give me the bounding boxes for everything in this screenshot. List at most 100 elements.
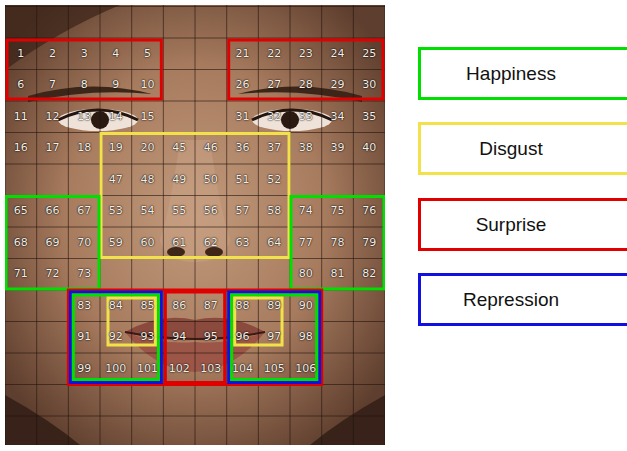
callout-number: 58 [258, 204, 290, 218]
callout-number: 1 [5, 47, 37, 61]
callout-number: 31 [227, 110, 259, 124]
callout-number: 2 [37, 47, 69, 61]
grid-line [163, 5, 164, 445]
legend-text: Repression [463, 289, 559, 311]
eye [58, 109, 138, 131]
callout-number: 99 [68, 362, 100, 376]
callout-number: 17 [37, 141, 69, 155]
callout-number: 90 [290, 299, 322, 313]
callout-number: 9 [100, 78, 132, 92]
callout-number: 62 [195, 236, 227, 250]
callout-number: 88 [227, 299, 259, 313]
grid-line [5, 6, 385, 7]
grid-line [195, 5, 196, 445]
callout-number: 22 [258, 47, 290, 61]
grid-line [5, 353, 385, 354]
grid-line [5, 38, 385, 39]
callout-number: 76 [353, 204, 385, 218]
callout-number: 72 [37, 267, 69, 281]
grid-line [5, 69, 385, 70]
callout-number: 38 [290, 141, 322, 155]
callout-number: 98 [290, 330, 322, 344]
callout-number: 91 [68, 330, 100, 344]
callout-number: 5 [132, 47, 164, 61]
callout-number: 19 [100, 141, 132, 155]
legend-swatch: Repression [418, 273, 627, 326]
callout-number: 33 [290, 110, 322, 124]
callout-number: 92 [100, 330, 132, 344]
callout-number: 106 [290, 362, 322, 376]
callout-number: 69 [37, 236, 69, 250]
callout-number: 20 [132, 141, 164, 155]
callout-number: 71 [5, 267, 37, 281]
callout-number: 32 [258, 110, 290, 124]
callout-number: 93 [132, 330, 164, 344]
callout-number: 8 [68, 78, 100, 92]
callout-number: 11 [5, 110, 37, 124]
eyelid [252, 110, 332, 120]
callout-number: 4 [100, 47, 132, 61]
grid-line [5, 321, 385, 322]
callout-number: 40 [353, 141, 385, 155]
callout-number: 61 [163, 236, 195, 250]
callout-number: 66 [37, 204, 69, 218]
callout-number: 49 [163, 173, 195, 187]
callout-number: 74 [290, 204, 322, 218]
skin-ground [5, 5, 385, 445]
callout-number: 56 [195, 204, 227, 218]
callout-number: 84 [100, 299, 132, 313]
callout-number: 7 [37, 78, 69, 92]
callout-number: 27 [258, 78, 290, 92]
legend-swatch: Happiness [418, 47, 627, 100]
callout-number: 97 [258, 330, 290, 344]
callout-number: 70 [68, 236, 100, 250]
callout-number: 34 [322, 110, 354, 124]
callout-number: 6 [5, 78, 37, 92]
callout-number: 26 [227, 78, 259, 92]
callout-number: 63 [227, 236, 259, 250]
callout-number: 57 [227, 204, 259, 218]
callout-number: 14 [100, 110, 132, 124]
callout-number: 73 [68, 267, 100, 281]
callout-number: 53 [100, 204, 132, 218]
callout-number: 15 [132, 110, 164, 124]
callout-number: 55 [163, 204, 195, 218]
callout-number: 94 [163, 330, 195, 344]
legend-text: Surprise [476, 214, 547, 236]
callout-number: 100 [100, 362, 132, 376]
callout-number: 79 [353, 236, 385, 250]
eye [252, 109, 332, 131]
callout-number: 12 [37, 110, 69, 124]
grid-line [226, 5, 227, 445]
callout-number: 36 [227, 141, 259, 155]
callout-number: 85 [132, 299, 164, 313]
callout-number: 95 [195, 330, 227, 344]
callout-number: 25 [353, 47, 385, 61]
callout-number: 65 [5, 204, 37, 218]
callout-number: 78 [322, 236, 354, 250]
callout-number: 21 [227, 47, 259, 61]
callout-number: 24 [322, 47, 354, 61]
grid-line [36, 5, 37, 445]
grid-line [5, 101, 385, 102]
callout-number: 16 [5, 141, 37, 155]
callout-number: 48 [132, 173, 164, 187]
callout-number: 47 [100, 173, 132, 187]
callout-number: 86 [163, 299, 195, 313]
grid-line [5, 416, 385, 417]
callout-number: 101 [132, 362, 164, 376]
callout-number: 18 [68, 141, 100, 155]
callout-number: 105 [258, 362, 290, 376]
region-outline [68, 290, 321, 385]
callout-number: 29 [322, 78, 354, 92]
callout-number: 37 [258, 141, 290, 155]
callout-number: 35 [353, 110, 385, 124]
callout-number: 46 [195, 141, 227, 155]
region-outline [7, 40, 161, 99]
region-outline [6, 197, 99, 290]
callout-number: 39 [322, 141, 354, 155]
callout-number: 67 [68, 204, 100, 218]
legend-text: Happiness [466, 63, 556, 85]
callout-number: 82 [353, 267, 385, 281]
legend-text: Disgust [479, 138, 542, 160]
